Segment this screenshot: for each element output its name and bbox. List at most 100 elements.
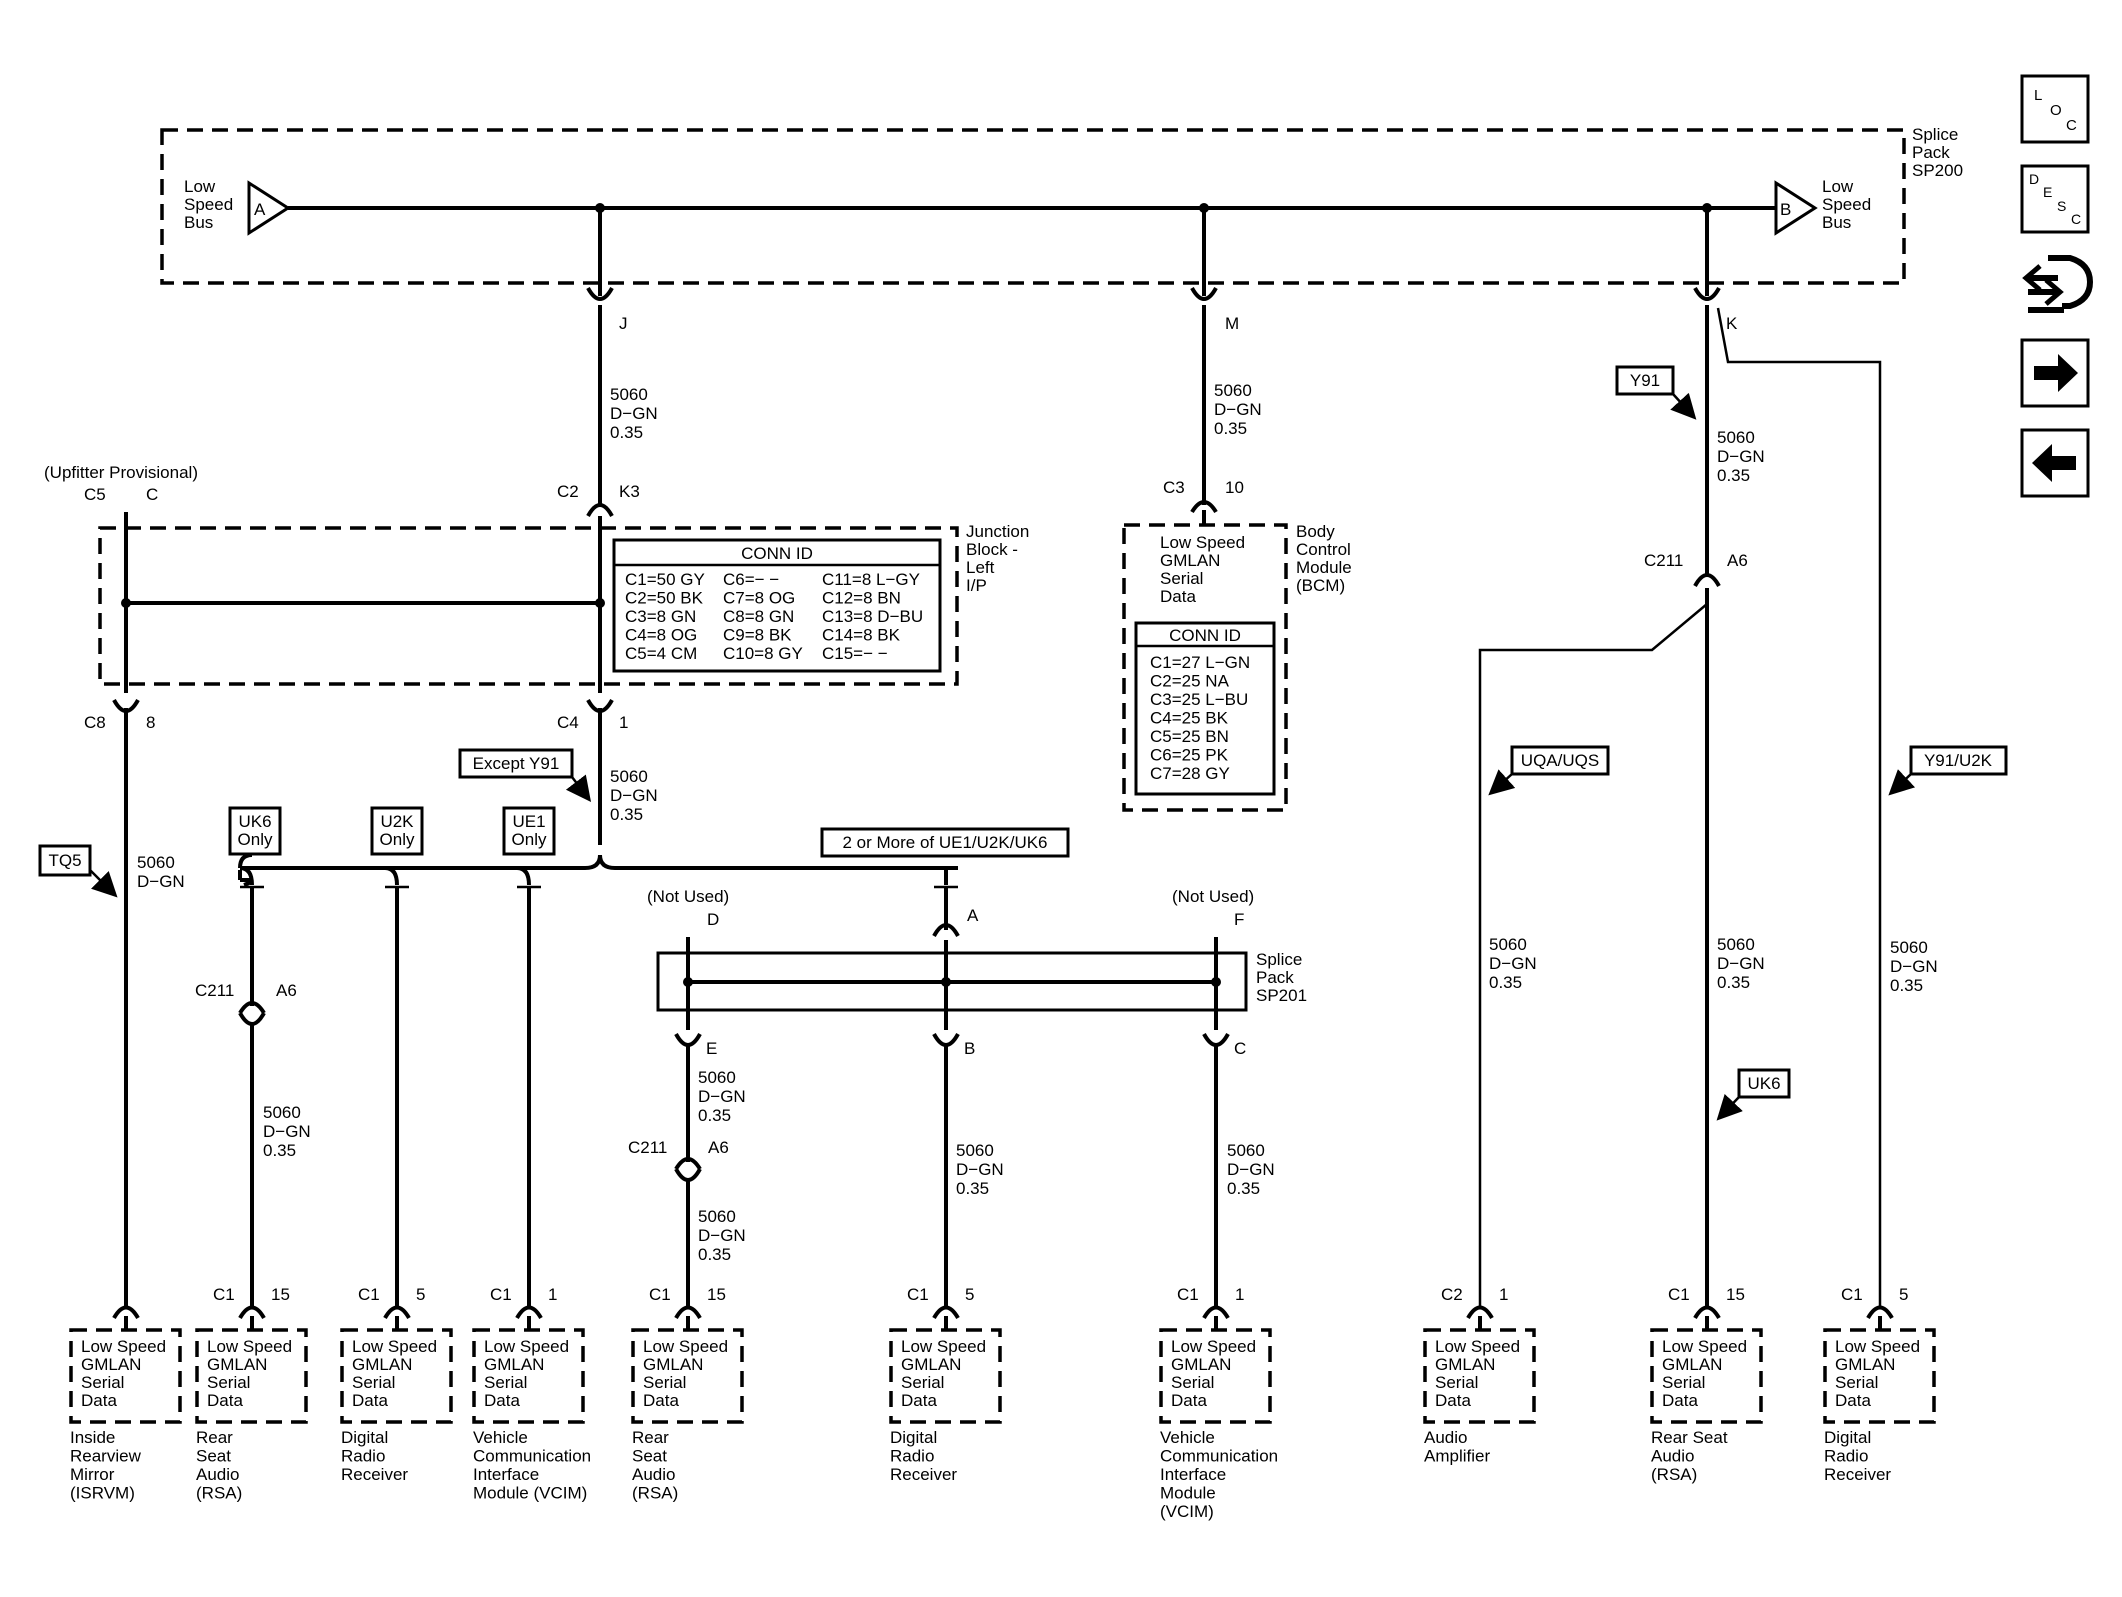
module-connector <box>515 1305 543 1320</box>
jb-conn-id-cell: C12=8 BN <box>822 589 901 608</box>
bcm-pin: 10 <box>1225 478 1244 497</box>
rsa-mid-gauge-1: 0.35 <box>698 1106 731 1125</box>
two-or-more-badge <box>820 827 1070 858</box>
amp-wire-color: D−GN <box>1489 954 1537 973</box>
module-connector <box>383 1305 411 1320</box>
module-conn-label: C1 <box>1841 1285 1863 1304</box>
wire-j-color: D−GN <box>610 404 658 423</box>
jb-conn-id-cell: C10=8 GY <box>723 644 803 663</box>
bus-b-triangle <box>1774 180 1818 236</box>
vcim-mid-color: D−GN <box>1227 1160 1275 1179</box>
jb-conn-id-cell: C7=8 OG <box>723 589 795 608</box>
module-connector <box>238 1305 266 1320</box>
tq5-badge <box>38 844 92 877</box>
jb-conn-id-cell: C15=− − <box>822 644 888 663</box>
module-pin-label: 5 <box>965 1285 974 1304</box>
jb-conn-id-cell: C3=8 GN <box>625 607 696 626</box>
vcim-mid-circuit: 5060 <box>1227 1141 1265 1160</box>
desc-button[interactable]: D E S C <box>2020 164 2090 234</box>
except-y91-label: Except Y91 <box>473 754 560 773</box>
module-boundary <box>1423 1328 1536 1424</box>
uk6-label: UK6 <box>1747 1074 1780 1093</box>
jb-conn-id-cell: C11=8 L−GY <box>822 570 920 589</box>
module-pin-label: 1 <box>1499 1285 1508 1304</box>
bcm-wire-color: D−GN <box>1214 400 1262 419</box>
k-wire-gauge: 0.35 <box>1717 466 1750 485</box>
module-conn-label: C1 <box>649 1285 671 1304</box>
jb-c2-conn: C2 <box>557 482 579 501</box>
isrvm-wire-circuit: 5060 <box>137 853 175 872</box>
rsa-right-color: D−GN <box>1717 954 1765 973</box>
sp201-pin-e: E <box>706 1039 717 1058</box>
prev-page-button[interactable] <box>2020 428 2090 498</box>
module-boundary <box>472 1328 585 1424</box>
amp-wire-gauge: 0.35 <box>1489 973 1522 992</box>
svg-text:C: C <box>2066 117 2077 134</box>
drr-mid-circuit: 5060 <box>956 1141 994 1160</box>
rsa-mid-color-1: D−GN <box>698 1087 746 1106</box>
c4-wire-gauge: 0.35 <box>610 805 643 824</box>
bcm-conn: C3 <box>1163 478 1185 497</box>
c211-right-pin: A6 <box>1727 551 1748 570</box>
module-connector <box>112 1305 140 1320</box>
module-connector <box>1466 1305 1494 1320</box>
connector-sp201-c <box>1202 1032 1230 1047</box>
sp200-boundary <box>160 128 1906 285</box>
c211-mid-conn: C211 <box>628 1138 667 1157</box>
loc-button[interactable]: L O C <box>2020 74 2090 144</box>
module-boundary <box>889 1328 1002 1424</box>
module-pin-label: 15 <box>271 1285 290 1304</box>
y91-u2k-label: Y91/U2K <box>1924 751 1993 770</box>
bcm-conn-id-cell: C4=25 BK <box>1150 709 1229 728</box>
module-conn-label: C1 <box>907 1285 929 1304</box>
next-page-button[interactable] <box>2020 338 2090 408</box>
jb-conn-id-cell: C13=8 D−BU <box>822 607 923 626</box>
y91-u2k-wire <box>1716 307 1882 1306</box>
c4-wire-circuit: 5060 <box>610 767 648 786</box>
sp201-pin-d: D <box>707 910 719 929</box>
jb-conn-id-cell: C5=4 CM <box>625 644 697 663</box>
rsa-left-branch: C211 A6 5060 D−GN 0.35 <box>195 885 311 1306</box>
sp201-pin-c: C <box>1234 1039 1246 1058</box>
jb-c8-conn: C8 <box>84 713 106 732</box>
c211-mid-upper <box>674 1157 702 1171</box>
connector-jb-c2 <box>586 503 614 518</box>
c211-mid-lower <box>674 1167 702 1182</box>
connector-j <box>586 286 614 301</box>
pin-m-label: M <box>1225 314 1239 333</box>
bcm-conn-id-cell: C6=25 PK <box>1150 746 1229 765</box>
connector-view-button[interactable] <box>2022 255 2094 313</box>
drr-mid-branch: 5060 D−GN 0.35 <box>944 1045 1004 1306</box>
rsa-mid-branch: 5060 D−GN 0.35 C211 A6 5060 D−GN 0.35 <box>628 1045 746 1306</box>
sp201-pin-b: B <box>964 1039 975 1058</box>
module-conn-label: C1 <box>490 1285 512 1304</box>
module-pin-label: 15 <box>1726 1285 1745 1304</box>
k-wire-color: D−GN <box>1717 447 1765 466</box>
drr-left-branch <box>385 885 409 1306</box>
upfitter-label: (Upfitter Provisional) <box>44 463 198 482</box>
rsa-left-circuit: 5060 <box>263 1103 301 1122</box>
drr-right-circuit: 5060 <box>1890 938 1928 957</box>
